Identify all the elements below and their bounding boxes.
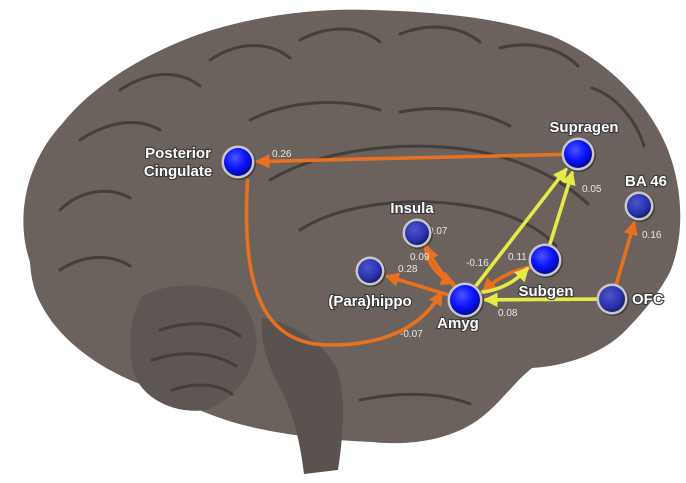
posterior_cingulate-label: Posterior — [145, 145, 211, 162]
weight-amyg-to-subgen: 0.11 — [508, 252, 527, 263]
weight-insula-to-amyg: 0.09 — [410, 252, 430, 263]
ba46-node — [627, 194, 651, 218]
supragen-node — [564, 140, 592, 168]
weight-posterior_cingulate-to-amyg: -0.07 — [400, 329, 423, 340]
weight-subgen-to-amyg: -0.16 — [466, 258, 489, 269]
weight-supragen-to-posterior_cingulate: 0.26 — [272, 149, 292, 160]
subgen-node — [531, 246, 559, 274]
ofc-node — [599, 286, 625, 312]
weight-ofc-to-amyg: 0.08 — [498, 308, 518, 319]
insula-label: Insula — [390, 200, 434, 217]
weight-amyg-to-parahippo: 0.28 — [398, 264, 418, 275]
ba46-label: BA 46 — [625, 173, 667, 190]
brain-silhouette — [23, 10, 680, 474]
parahippo-node — [358, 259, 382, 283]
ofc-label: OFC — [632, 291, 664, 308]
weight-ofc-to-ba46: 0.16 — [642, 230, 662, 241]
amyg-label: Amyg — [437, 315, 479, 332]
weight-subgen-to-supragen: 0.05 — [582, 184, 602, 195]
insula-node — [405, 221, 429, 245]
posterior_cingulate-label-line2: Cingulate — [144, 163, 212, 180]
supragen-label: Supragen — [549, 119, 618, 136]
subgen-label: Subgen — [519, 283, 574, 300]
parahippo-label: (Para)hippo — [328, 293, 411, 310]
posterior_cingulate-node — [224, 148, 252, 176]
amyg-node — [450, 285, 480, 315]
cerebrum — [23, 10, 680, 444]
